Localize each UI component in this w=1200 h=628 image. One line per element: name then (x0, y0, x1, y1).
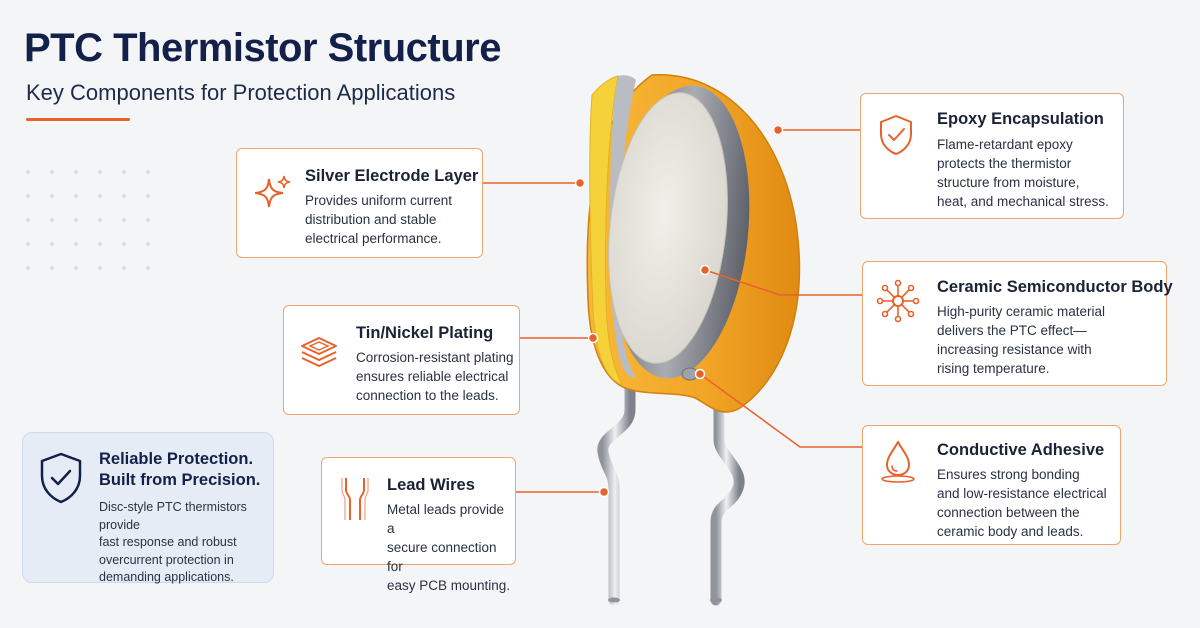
decorative-dot (122, 242, 126, 246)
callout-lead-wires: Lead Wires Metal leads provide a secure … (321, 457, 516, 593)
decorative-dot (50, 266, 54, 270)
protection-title: Reliable Protection. Built from Precisio… (99, 450, 261, 489)
connector-adhesive (699, 373, 862, 448)
callout-text: High-purity ceramic material delivers th… (937, 304, 1106, 376)
decorative-dot (146, 266, 150, 270)
decorative-dot (98, 170, 102, 174)
decorative-dot (146, 194, 150, 198)
decorative-dot (26, 218, 30, 222)
decorative-dot (122, 194, 126, 198)
decorative-dot (26, 194, 30, 198)
ceramic-semiconductor-body (608, 92, 728, 364)
left-lead-wire (597, 334, 636, 606)
decorative-dot (122, 170, 126, 174)
callout-text: Provides uniform current distribution an… (305, 193, 453, 246)
callout-ceramic-body: Ceramic Semiconductor Body High-purity c… (862, 261, 1173, 386)
decorative-dot (122, 218, 126, 222)
decorative-dot (50, 170, 54, 174)
decorative-dot (50, 194, 54, 198)
page-title: PTC Thermistor Structure (24, 26, 501, 70)
callout-silver-electrode: Silver Electrode Layer Provides uniform … (236, 148, 483, 258)
decorative-dot (98, 266, 102, 270)
callout-epoxy-encapsulation: Epoxy Encapsulation Flame-retardant epox… (860, 93, 1124, 219)
reliable-protection-panel: Reliable Protection. Built from Precisio… (22, 432, 274, 584)
callout-title: Lead Wires (387, 476, 475, 494)
decorative-dot (50, 242, 54, 246)
decorative-dot (50, 218, 54, 222)
decorative-dot (98, 218, 102, 222)
decorative-dot (26, 266, 30, 270)
decorative-dot (122, 266, 126, 270)
decorative-dot (74, 194, 78, 198)
callout-tin-nickel-plating: Tin/Nickel Plating Corrosion-resistant p… (283, 305, 520, 415)
connector-lines (483, 129, 862, 493)
decorative-dot (146, 242, 150, 246)
page-subtitle: Key Components for Protection Applicatio… (26, 80, 456, 105)
decorative-dot (98, 242, 102, 246)
callout-title: Ceramic Semiconductor Body (937, 278, 1173, 296)
layers-icon (301, 337, 337, 367)
callout-title: Epoxy Encapsulation (937, 110, 1104, 128)
callout-text: Ensures strong bonding and low-resistanc… (937, 467, 1107, 539)
decorative-dot (74, 218, 78, 222)
decorative-dot (74, 266, 78, 270)
decorative-dot (26, 170, 30, 174)
callout-title: Silver Electrode Layer (305, 167, 479, 185)
connector-ceramic (704, 269, 862, 296)
connector-dots (574, 124, 784, 498)
shield-check-icon (40, 452, 82, 504)
title-underline (26, 118, 130, 121)
callout-title: Conductive Adhesive (937, 441, 1105, 459)
shield-check-icon (880, 115, 912, 155)
decorative-dot (26, 242, 30, 246)
callout-text: Flame-retardant epoxy protects the therm… (937, 137, 1109, 209)
callout-text: Metal leads provide a secure connection … (387, 502, 511, 593)
droplet-icon (881, 441, 915, 483)
protection-text: Disc-style PTC thermistors provide fast … (99, 500, 247, 584)
callout-title: Tin/Nickel Plating (356, 324, 494, 342)
decorative-dot (146, 170, 150, 174)
right-lead-wire (710, 354, 745, 606)
callout-text: Corrosion-resistant plating ensures reli… (356, 350, 514, 403)
callout-conductive-adhesive: Conductive Adhesive Ensures strong bondi… (862, 425, 1121, 545)
molecule-icon (876, 279, 920, 323)
sparkle-icon (254, 175, 291, 208)
decorative-dot (74, 242, 78, 246)
lead-wires-icon (341, 478, 369, 520)
decorative-dot (74, 170, 78, 174)
decorative-dot-grid (26, 170, 186, 280)
decorative-dot (146, 218, 150, 222)
decorative-dot (98, 194, 102, 198)
